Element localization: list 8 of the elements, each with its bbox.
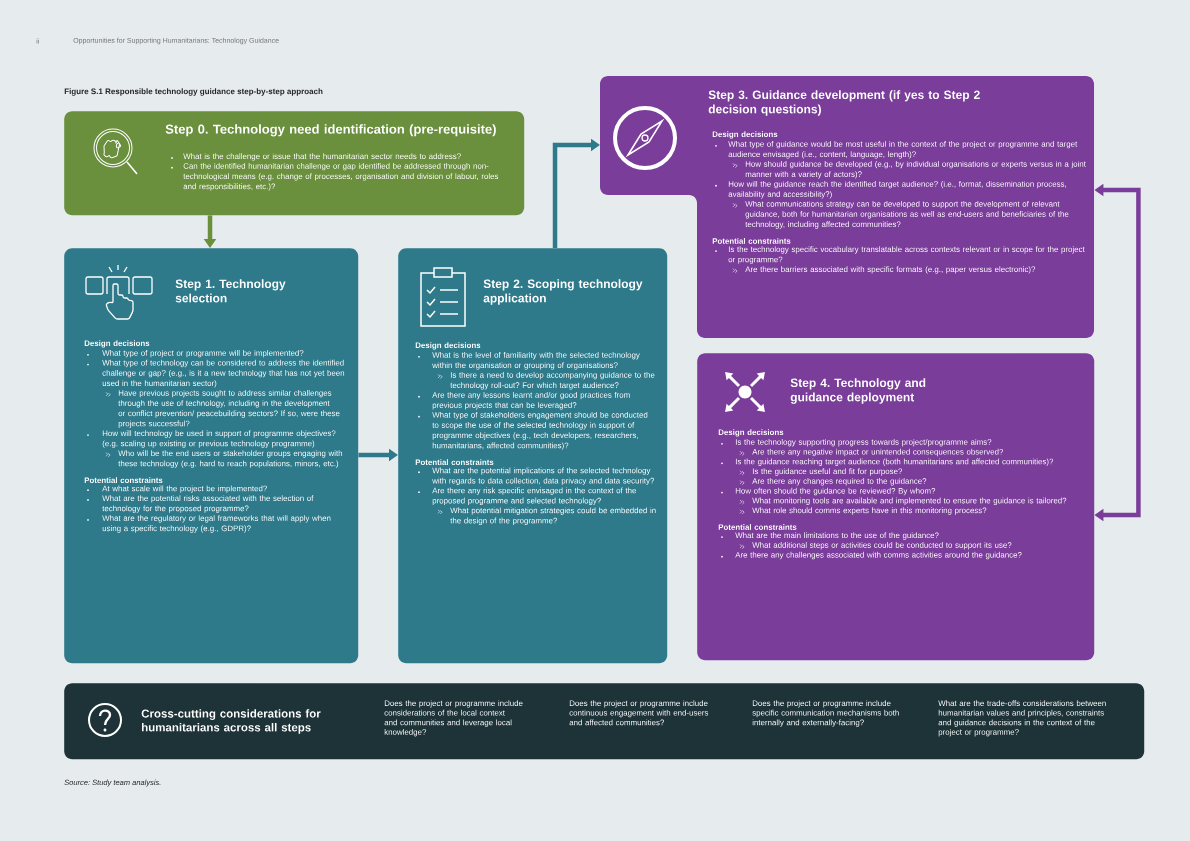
step-title: Step 0. Technology need identification (pre-requisite) bbox=[165, 124, 496, 137]
step-title: Step 4. Technology and guidance deployment bbox=[790, 378, 926, 404]
figure-title: Figure S.1 Responsible technology guidance step-by-step approach bbox=[64, 88, 323, 96]
step-title: Cross-cutting considerations for humanitarians across all steps bbox=[141, 709, 321, 734]
step-title: Step 1. Technology selection bbox=[175, 279, 286, 303]
step-title: Step 2. Scoping technology application bbox=[483, 279, 643, 305]
arrow bbox=[552, 138, 600, 248]
step-title: Step 3. Guidance development (if yes to Step 2 decision questions) bbox=[708, 90, 980, 116]
